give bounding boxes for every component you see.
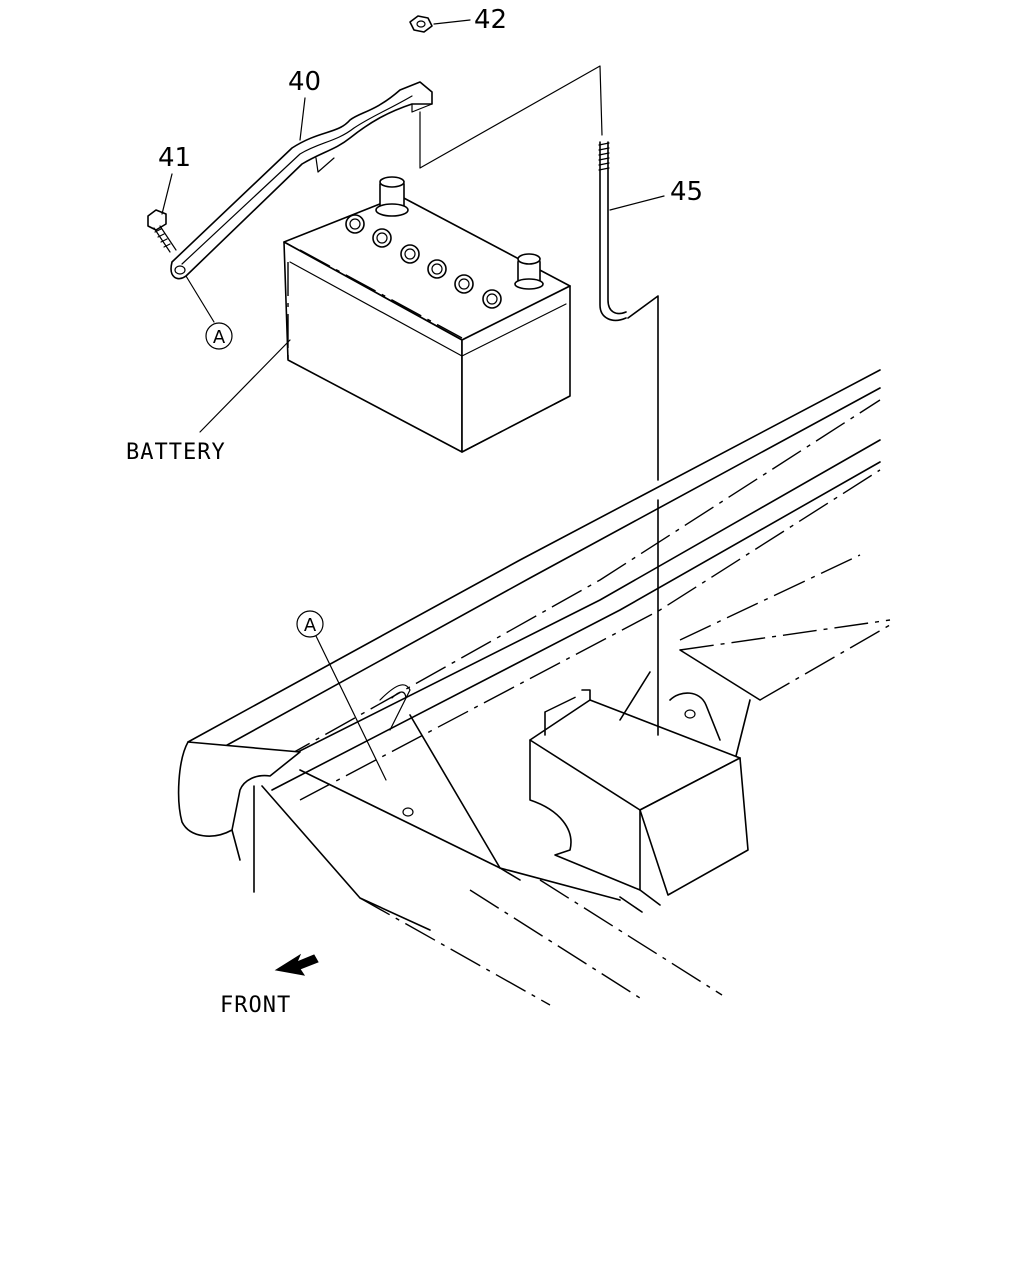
nut-42 (409, 15, 433, 33)
callout-45: 45 (670, 177, 703, 207)
bolt-41 (147, 209, 177, 253)
callout-41: 41 (158, 143, 191, 173)
battery-terminal-positive (375, 176, 409, 217)
battery-tray (529, 671, 749, 913)
hook-bolt-leader (627, 295, 659, 736)
marker-a-upper: A (205, 322, 233, 350)
callout-42: 42 (474, 5, 507, 35)
battery-terminal-negative (514, 253, 544, 290)
marker-a-upper-label: A (213, 327, 226, 348)
chassis-frame (177, 369, 891, 1006)
nut-leader (419, 65, 603, 169)
marker-a-lower-label: A (304, 615, 317, 636)
hook-bolt-45 (598, 141, 627, 322)
front-arrow-icon (274, 953, 319, 976)
battery-label: BATTERY (126, 440, 226, 465)
battery (283, 176, 571, 453)
callout-leaders (161, 19, 665, 781)
marker-a-lower: A (296, 610, 324, 638)
battery-cell-caps (345, 214, 502, 309)
callout-40: 40 (288, 67, 321, 97)
front-label: FRONT (220, 993, 291, 1018)
